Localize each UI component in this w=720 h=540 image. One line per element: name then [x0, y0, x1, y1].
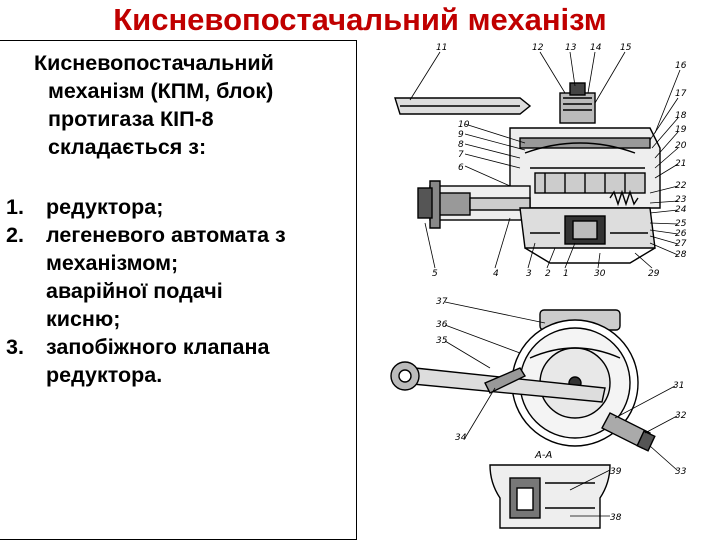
callout-1: 1	[563, 269, 569, 279]
callout-24: 24	[675, 205, 687, 215]
list-text-cont: редуктора.	[46, 363, 163, 387]
callout-29: 29	[648, 269, 660, 279]
lower-assembly	[390, 309, 656, 452]
mechanism-diagram: 11 12 13 14 15 16 17 18 19 20 21 22 23 2…	[390, 43, 687, 529]
intro-line-2: механізм (КПМ, блок)	[48, 79, 274, 103]
callout-37: 37	[436, 297, 448, 307]
list-text-cont: кисню;	[46, 307, 121, 331]
callout-35: 35	[436, 336, 448, 346]
callout-11: 11	[436, 43, 447, 53]
callout-8: 8	[458, 140, 464, 150]
section-label: А-А	[534, 450, 552, 461]
callout-30: 30	[594, 269, 606, 279]
callout-7: 7	[458, 150, 464, 160]
callout-39: 39	[610, 467, 622, 477]
component-list: 1. редуктора; 2. легеневого автомата з мех…	[6, 193, 354, 389]
callout-17: 17	[675, 89, 687, 99]
callout-18: 18	[675, 111, 687, 121]
list-item: 1. редуктора;	[6, 193, 354, 221]
callout-25: 25	[675, 219, 687, 229]
leader-lines	[409, 51, 681, 517]
callout-labels: 11 12 13 14 15 16 17 18 19 20 21 22 23 2…	[432, 43, 687, 523]
callout-21: 21	[675, 159, 686, 169]
callout-19: 19	[675, 125, 687, 135]
callout-27: 27	[675, 239, 687, 249]
callout-13: 13	[565, 43, 577, 53]
callout-2: 2	[545, 269, 551, 279]
callout-22: 22	[675, 181, 687, 191]
intro-paragraph: Кисневопостачальний механізм (КПМ, блок)…	[34, 49, 352, 161]
list-text: легеневого автомата з	[46, 223, 286, 247]
callout-31: 31	[673, 381, 684, 391]
callout-9: 9	[458, 130, 464, 140]
callout-14: 14	[590, 43, 602, 53]
callout-34: 34	[455, 433, 467, 443]
intro-line-1: Кисневопостачальний	[34, 51, 274, 75]
callout-26: 26	[675, 229, 687, 239]
list-item: 2. легеневого автомата з механізмом; авар…	[6, 221, 354, 333]
list-text: запобіжного клапана	[46, 335, 270, 359]
list-number: 1.	[6, 195, 24, 219]
slide-title: Кисневопостачальний механізм	[113, 2, 607, 37]
text-panel: Кисневопостачальний механізм (КПМ, блок)…	[0, 40, 357, 540]
callout-6: 6	[458, 163, 464, 173]
list-number: 3.	[6, 335, 24, 359]
intro-line-3: протигаза КІП-8	[48, 107, 214, 131]
callout-12: 12	[532, 43, 544, 53]
callout-16: 16	[675, 61, 687, 71]
callout-5: 5	[432, 269, 438, 279]
callout-38: 38	[610, 513, 622, 523]
callout-10: 10	[458, 120, 470, 130]
list-number: 2.	[6, 223, 24, 247]
intro-line-4: складається з:	[48, 135, 207, 159]
callout-32: 32	[675, 411, 687, 421]
callout-33: 33	[675, 467, 687, 477]
list-item: 3. запобіжного клапана редуктора.	[6, 333, 354, 389]
section-view	[489, 464, 611, 529]
callout-28: 28	[675, 250, 687, 260]
callout-36: 36	[436, 320, 448, 330]
callout-4: 4	[493, 269, 499, 279]
upper-assembly	[394, 82, 661, 264]
list-text-cont: аварійної подачі	[46, 279, 223, 303]
callout-20: 20	[675, 141, 687, 151]
callout-23: 23	[675, 195, 687, 205]
callout-3: 3	[526, 269, 532, 279]
list-text: редуктора;	[46, 195, 164, 219]
list-text-cont: механізмом;	[46, 251, 179, 275]
callout-15: 15	[620, 43, 632, 53]
